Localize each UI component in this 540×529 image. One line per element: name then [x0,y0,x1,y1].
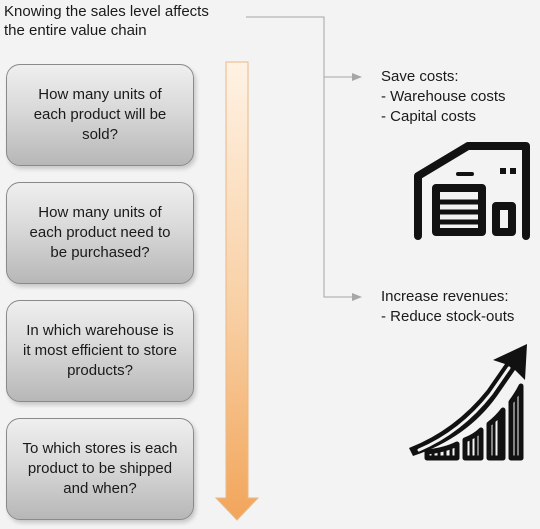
benefit-increase-revenues: Increase revenues: - Reduce stock-outs [381,287,514,327]
question-4-line-2: product to be shipped [27,460,173,477]
question-box-warehouse: In which warehouse is it most efficient … [6,300,194,402]
question-box-sold: How many units of each product will be s… [6,64,194,166]
question-2-line-3: be purchased? [50,244,150,261]
question-4-line-1: To which stores is each [22,440,178,457]
flow-down-arrow [214,61,260,521]
arrowhead-increase-revenues [352,293,362,301]
benefit-2-line-2: - Reduce stock-outs [381,308,515,325]
question-box-purchased: How many units of each product need to b… [6,182,194,284]
benefit-1-line-1: Save costs: [381,68,459,85]
benefit-1-line-2: - Warehouse costs [381,88,506,105]
benefit-save-costs: Save costs: - Warehouse costs - Capital … [381,67,506,127]
arrowhead-save-costs [352,73,362,81]
warehouse-icon [414,142,530,240]
question-3-line-2: it most efficient to store [23,342,177,359]
question-box-shipping: To which stores is each product to be sh… [6,418,194,520]
benefit-2-line-1: Increase revenues: [381,288,509,305]
question-1-line-3: sold? [82,126,118,143]
question-1-line-2: each product will be [33,106,167,123]
question-1-line-1: How many units of [38,86,162,103]
question-2-line-2: each product need to [29,224,171,241]
header-connector [246,16,352,298]
growth-chart-icon [409,344,527,461]
question-4-line-3: and when? [63,480,137,497]
question-3-line-3: products? [67,362,133,379]
header-line-2: the entire value chain [4,22,147,39]
question-2-line-1: How many units of [38,204,162,221]
benefit-1-line-3: - Capital costs [381,108,477,125]
question-3-line-1: In which warehouse is [26,322,174,339]
header-line-1: Knowing the sales level affects [4,3,209,20]
header-text: Knowing the sales level affects the enti… [4,2,254,40]
